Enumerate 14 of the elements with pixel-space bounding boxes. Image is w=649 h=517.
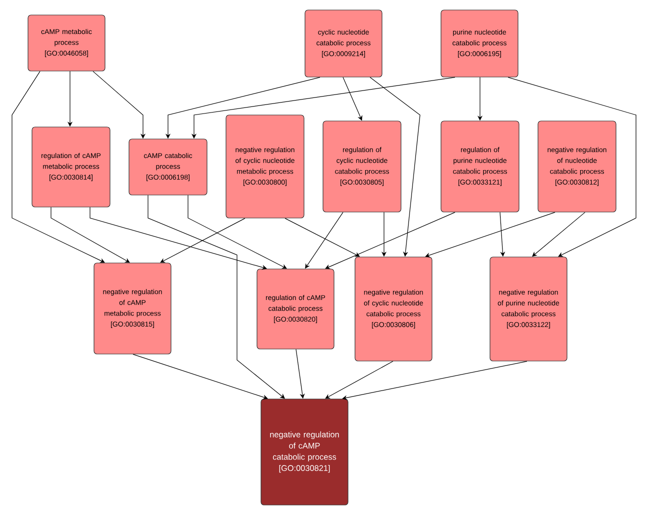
arrow: [284, 218, 360, 257]
arrow: [342, 361, 528, 400]
arrow: [532, 212, 586, 257]
arrow: [325, 212, 456, 270]
arrow: [12, 71, 105, 263]
arrow: [425, 212, 556, 258]
highlighted-term-box: negative regulation of cAMP catabolic process [GO:0030821]: [260, 398, 348, 506]
arrow: [148, 195, 285, 399]
arrow: [188, 195, 287, 269]
arrow: [50, 207, 130, 263]
arrow: [325, 361, 394, 399]
arrow: [90, 207, 267, 270]
arrow: [160, 218, 246, 263]
arrow: [508, 77, 636, 257]
